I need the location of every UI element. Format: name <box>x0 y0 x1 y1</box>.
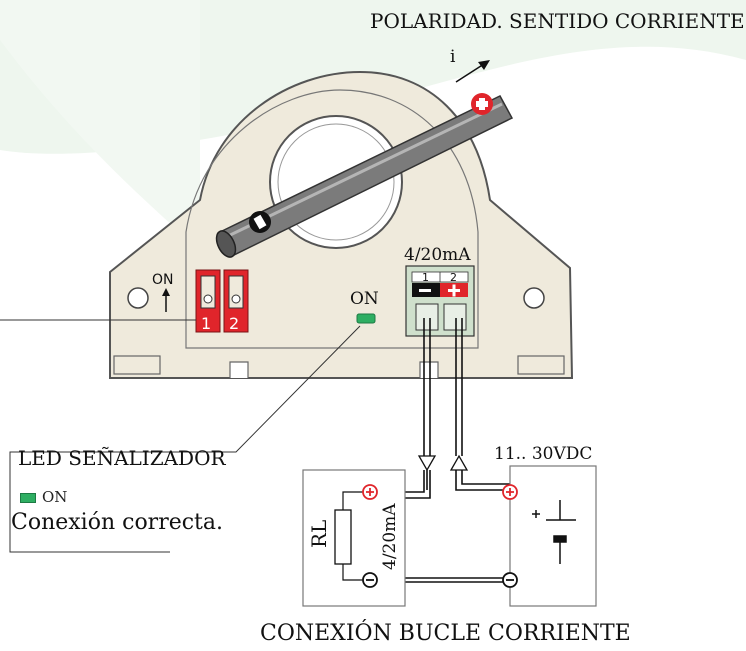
led-legend: ON <box>20 488 67 506</box>
positive-polarity-badge <box>471 93 493 115</box>
header-title: POLARIDAD. SENTIDO CORRIENTE <box>370 9 745 33</box>
sensor-aperture-inner <box>277 123 395 241</box>
housing-inner-outline <box>185 89 479 349</box>
dip-switch[interactable] <box>195 269 249 333</box>
supply-box <box>509 465 597 607</box>
circuit-caption: CONEXIÓN BUCLE CORRIENTE <box>260 619 631 646</box>
mounting-hole-left <box>127 287 149 309</box>
led-section-title: LED SEÑALIZADOR <box>18 446 226 470</box>
battery-symbol <box>532 500 576 564</box>
supply-label: 11.. 30VDC <box>494 444 592 464</box>
status-led <box>356 313 376 324</box>
led-on-label: ON <box>350 289 379 309</box>
dip-switch-1-label: 1 <box>201 314 211 333</box>
load-positive-terminal <box>362 484 378 500</box>
led-description: Conexión correcta. <box>11 510 224 535</box>
terminal-2-label: 2 <box>450 271 457 284</box>
current-arrow <box>455 63 485 83</box>
load-label: RL <box>307 520 331 548</box>
housing-foot-right <box>517 355 565 375</box>
supply-negative-terminal <box>502 572 518 588</box>
dip-on-label: ON <box>152 272 174 288</box>
terminal-1-label: 1 <box>422 271 429 284</box>
housing-notch-right <box>419 361 439 378</box>
led-legend-swatch <box>20 493 36 503</box>
load-negative-terminal <box>362 572 378 588</box>
dip-on-arrow-head <box>162 288 170 296</box>
loop-wires <box>370 318 510 583</box>
supply-positive-terminal <box>502 484 518 500</box>
output-label: 4/20mA <box>404 245 471 265</box>
background-swirl-2 <box>0 0 200 250</box>
negative-polarity-badge <box>249 211 271 233</box>
terminal-block <box>405 265 475 337</box>
load-resistor <box>334 509 352 565</box>
current-arrow-head <box>478 60 490 70</box>
housing-foot-left <box>113 355 161 375</box>
loop-arrow-up <box>449 454 469 471</box>
housing-notch-left <box>229 361 249 378</box>
load-box <box>302 469 406 607</box>
load-current-label: 4/20mA <box>380 503 400 570</box>
mounting-hole-right <box>523 287 545 309</box>
led-leader-line <box>9 325 361 553</box>
led-legend-label: ON <box>42 488 68 506</box>
current-symbol: i <box>450 47 456 67</box>
dip-switch-2-label: 2 <box>229 314 239 333</box>
load-resistor-leads <box>342 491 370 581</box>
loop-arrow-down <box>417 455 437 472</box>
